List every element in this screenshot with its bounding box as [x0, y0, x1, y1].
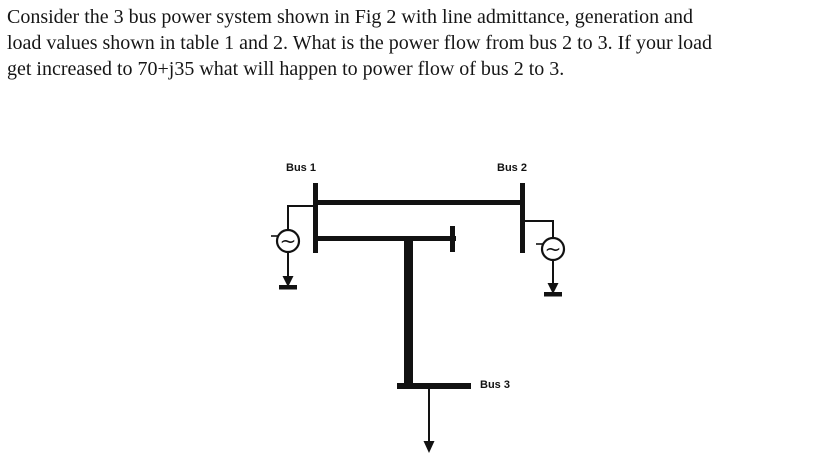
load3-arrowhead-icon	[423, 441, 435, 453]
line-bus3-stem	[404, 238, 413, 386]
generator1-lead-wire	[287, 205, 316, 230]
line-bus3-crossbar	[315, 236, 456, 241]
generator1-icon	[275, 228, 301, 254]
generator2-lead-wire	[523, 220, 554, 238]
bus3-bar	[397, 383, 471, 389]
bus2-label: Bus 2	[497, 162, 527, 174]
load1-arrowhead-icon	[282, 276, 294, 287]
question-line-2: load values shown in table 1 and 2. What…	[7, 32, 713, 54]
load-bus3	[423, 389, 435, 453]
bus3-label: Bus 3	[480, 379, 510, 391]
question-line-3: get increased to 70+j35 what will happen…	[7, 58, 565, 80]
line-to-bus3	[315, 226, 456, 386]
bus1-bar	[313, 183, 318, 253]
line-bus3-right-tick	[450, 226, 455, 252]
generator1-sine-icon: ~	[280, 229, 297, 253]
load1-ground-bar	[279, 285, 297, 290]
bus2-bar	[520, 183, 525, 253]
generator2-icon	[540, 236, 566, 262]
load2-ground-bar	[544, 292, 562, 297]
bus1-label: Bus 1	[286, 162, 316, 174]
generator2-sine-icon: ~	[545, 237, 562, 261]
question-line-1: Consider the 3 bus power system shown in…	[7, 6, 693, 28]
generator-bus1: ~	[271, 205, 316, 290]
line-bus1-bus2	[315, 200, 523, 205]
question-text: Consider the 3 bus power system shown in…	[7, 4, 712, 82]
generator-bus2: ~	[523, 220, 566, 297]
load2-arrowhead-icon	[547, 283, 559, 294]
line-bus1-bus2-segment	[315, 200, 523, 205]
